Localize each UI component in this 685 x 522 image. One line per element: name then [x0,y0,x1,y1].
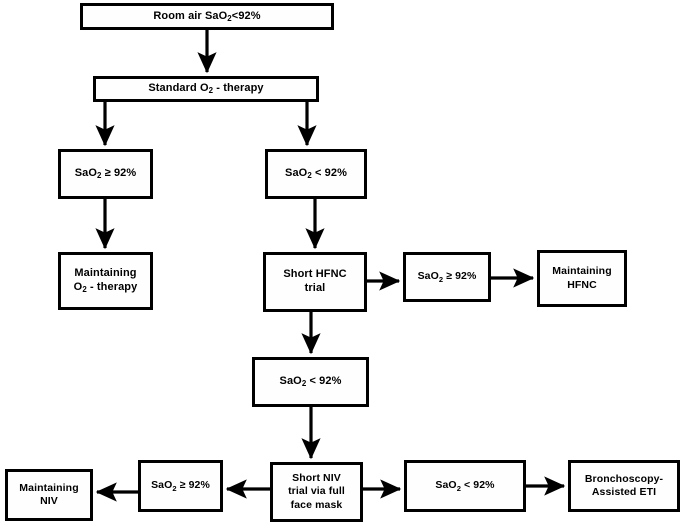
node-label: SaO2 ≥ 92% [417,270,477,284]
node-label: Bronchoscopy-Assisted ETI [584,472,664,498]
node-room-air-sao2: Room air SaO2<92% [80,3,334,30]
node-sao2-ge-92-after-hfnc: SaO2 ≥ 92% [403,252,491,302]
node-label: SaO2 ≥ 92% [74,167,137,181]
node-label: Standard O2 - therapy [148,82,264,96]
node-label: SaO2 < 92% [279,375,342,389]
node-label: SaO2 < 92% [435,479,495,493]
node-label: SaO2 ≥ 92% [151,479,210,493]
node-sao2-lt-92-after-hfnc: SaO2 < 92% [252,357,369,407]
node-standard-o2-therapy: Standard O2 - therapy [93,76,319,102]
node-label: Room air SaO2<92% [153,9,261,23]
node-sao2-lt-92-after-standard-o2: SaO2 < 92% [265,149,367,199]
node-sao2-lt-92-after-niv: SaO2 < 92% [404,460,526,512]
node-bronchoscopy-assisted-eti: Bronchoscopy-Assisted ETI [568,460,680,512]
node-sao2-ge-92-after-standard-o2: SaO2 ≥ 92% [58,149,153,199]
node-label: SaO2 < 92% [285,167,347,181]
node-sao2-ge-92-after-niv: SaO2 ≥ 92% [138,460,223,512]
